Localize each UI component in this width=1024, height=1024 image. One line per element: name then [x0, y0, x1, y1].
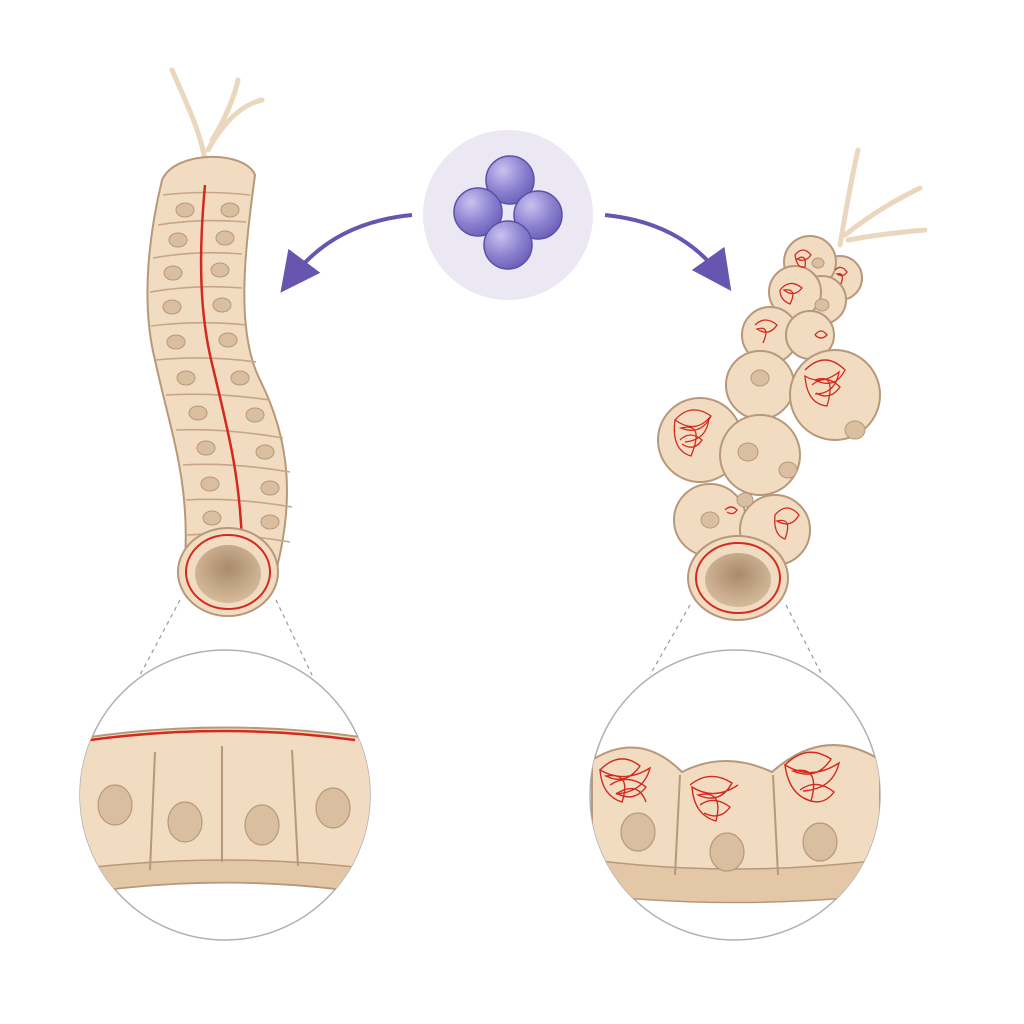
lumen-left [195, 545, 261, 603]
tubule-body-left [146, 155, 288, 577]
nerve-fiber-right [837, 147, 928, 248]
diseased-tubule [657, 147, 928, 621]
agent-halo [423, 130, 593, 300]
zoom-detail-healthy [79, 649, 371, 941]
four-lobed-particle-icon [453, 155, 563, 270]
zoom-detail-diseased [589, 649, 881, 941]
tight-junction-line-left [199, 184, 244, 546]
junction-line-healthy [89, 729, 356, 742]
agent-group [280, 130, 732, 300]
zoom-connectors [139, 599, 823, 676]
fibrous-deposits-right [673, 249, 848, 540]
lumen-right [705, 553, 771, 607]
fibrous-deposits-zoom [599, 751, 841, 822]
swollen-cells [657, 235, 881, 566]
curved-arrow-left-icon [280, 213, 413, 293]
nuclei-left [162, 202, 280, 530]
healthy-tubule [146, 67, 293, 617]
nuclei-right [700, 257, 866, 529]
curved-arrow-right-icon [604, 213, 732, 292]
nerve-fiber-left [169, 67, 265, 163]
